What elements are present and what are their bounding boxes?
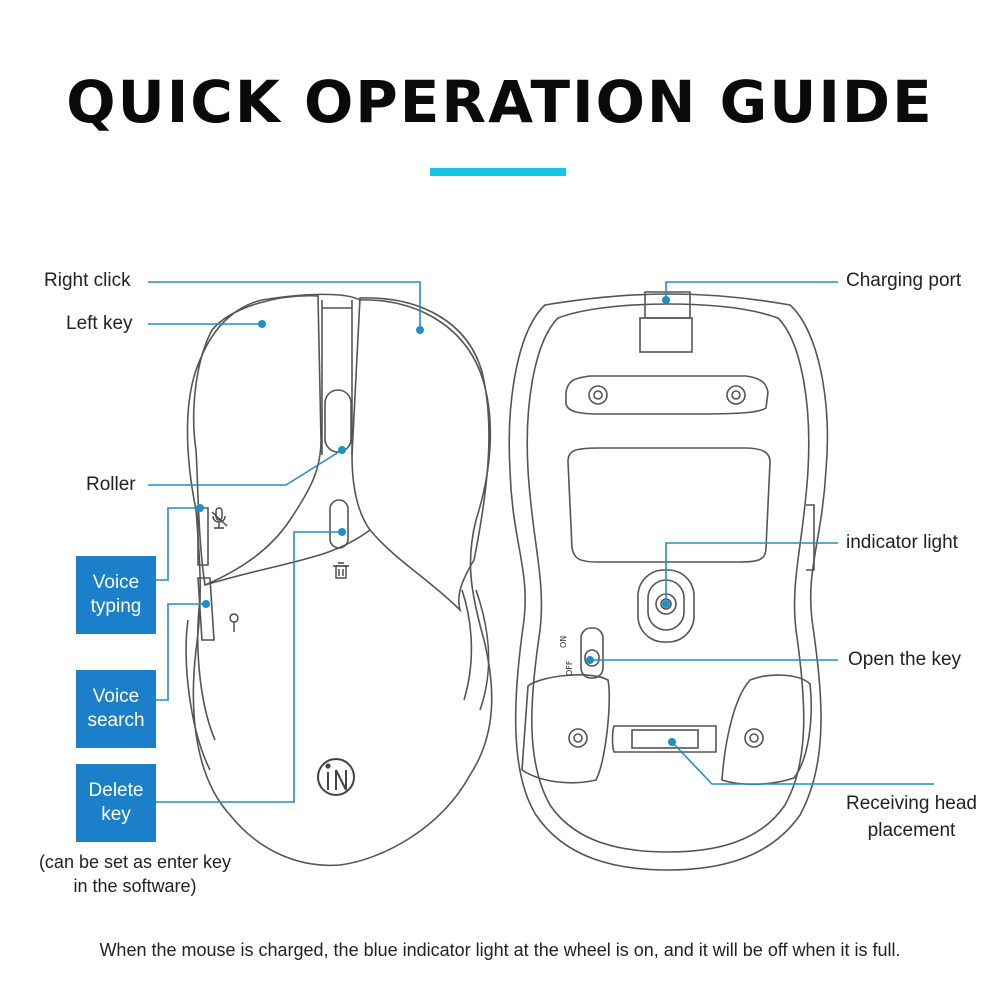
voice-search-line2: search [87, 710, 145, 731]
voice-search-box: Voice search [76, 670, 156, 748]
label-roller: Roller [86, 474, 136, 495]
footer-note: When the mouse is charged, the blue indi… [99, 940, 901, 960]
delete-key-line1: Delete [88, 780, 144, 801]
mouse-bottom-view [508, 291, 829, 871]
label-left-key: Left key [66, 313, 133, 334]
callout-dots [196, 296, 676, 746]
page-title: QUICK OPERATION GUIDE [66, 68, 934, 136]
voice-typing-line2: typing [90, 596, 142, 617]
title-accent-bar [430, 168, 566, 176]
callout-lines [148, 281, 934, 803]
delete-key-line2: key [101, 804, 131, 825]
mouse-top-view [185, 293, 493, 867]
note-line1: (can be set as enter key [38, 852, 232, 872]
search-icon [229, 613, 239, 632]
delete-key-box: Delete key [76, 764, 156, 842]
label-receiving-head: Receiving head placement [846, 790, 977, 844]
voice-typing-line1: Voice [92, 572, 140, 593]
brand-logo-icon [317, 758, 355, 796]
note-line2: in the software) [73, 876, 197, 896]
receiving-head-line2: placement [867, 820, 956, 841]
label-charging-port: Charging port [846, 270, 962, 291]
voice-typing-box: Voice typing [76, 556, 156, 634]
microphone-icon [211, 507, 228, 529]
voice-search-line1: Voice [92, 686, 140, 707]
trash-icon [333, 562, 349, 579]
switch-off-text: OFF [565, 660, 574, 676]
label-right-click: Right click [44, 270, 131, 291]
label-open-the-key: Open the key [848, 649, 962, 670]
delete-key-note: (can be set as enter key in the software… [8, 850, 262, 898]
receiving-head-line1: Receiving head [846, 793, 977, 814]
switch-on-text: ON [559, 636, 568, 648]
label-indicator-light: indicator light [846, 532, 958, 553]
